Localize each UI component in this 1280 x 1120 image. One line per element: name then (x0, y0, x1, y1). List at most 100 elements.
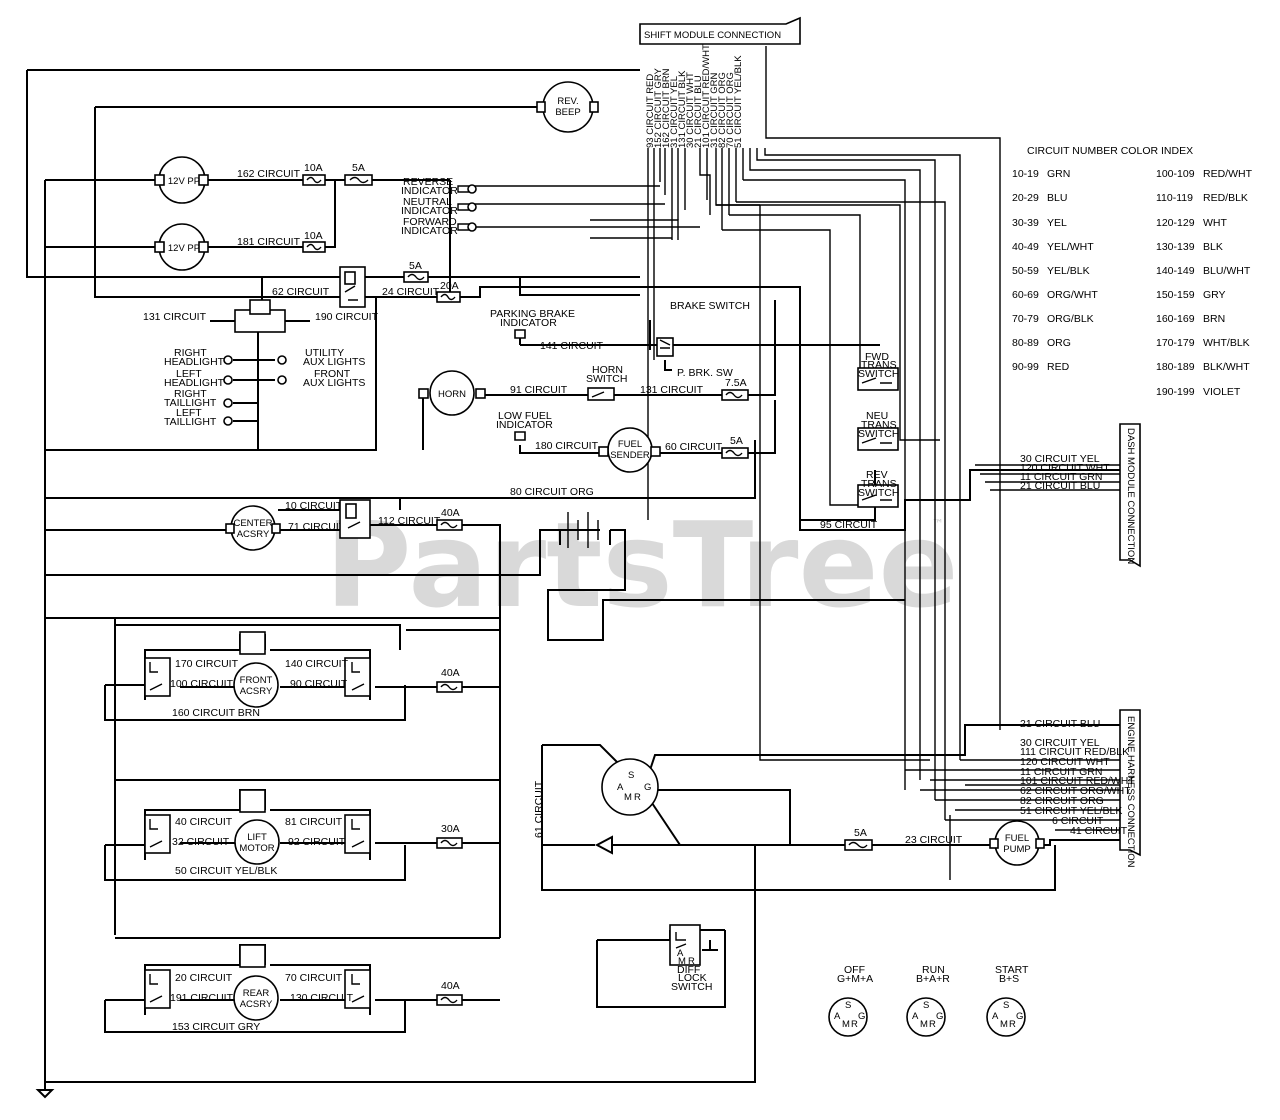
engine-pin-label: 120 CIRCUIT WHT (1020, 756, 1110, 768)
trans-switch-label: TRANS (861, 359, 897, 371)
diff-lock-switch: A M R DIFF LOCK SWITCH (669, 924, 712, 993)
dash-module-title: DASH MODULE CONNECTION (1125, 428, 1136, 564)
circuit-label: 162 CIRCUIT (237, 168, 301, 180)
shift-pin-label: 93 CIRCUIT RED (645, 74, 656, 148)
trans-switch-label: TRANS (861, 478, 897, 490)
front-acsry-label: FRONT (240, 675, 273, 686)
ign-letter: G (1016, 1011, 1023, 1022)
rev-beep: REV. BEEP (536, 81, 599, 133)
circuit-label: 10 CIRCUIT (285, 500, 343, 512)
fuse-rating: 5A (352, 162, 365, 174)
indicator-label: NEUTRAL (403, 196, 452, 208)
engine-pin-label: 30 CIRCUIT YEL (1020, 737, 1100, 749)
dash-pin-label: 120 CIRCUIT WHT (1020, 462, 1110, 474)
circuit-label: 20 CIRCUIT (175, 972, 233, 984)
neu-trans-switch: NEU TRANS SWITCH (857, 410, 899, 451)
color-index-color: VIOLET (1203, 386, 1241, 398)
shift-pin-label: 70 CIRCUIT ORG (725, 72, 736, 148)
color-index-color: GRN (1047, 168, 1070, 180)
diff-lock-label: SWITCH (671, 981, 712, 993)
horn: HORN (418, 370, 486, 416)
indicator-label: INDICATOR (401, 225, 458, 237)
circuit-color-index: CIRCUIT NUMBER COLOR INDEX 10-19 GRN 20-… (1012, 145, 1253, 398)
relay (339, 266, 366, 308)
color-index-color: YEL (1047, 217, 1067, 229)
trans-switch-label: SWITCH (858, 428, 899, 440)
center-acsry: CENTER ACSRY (225, 505, 281, 551)
circuit-label: 181 CIRCUIT (237, 236, 301, 248)
circuit-label: 80 CIRCUIT ORG (510, 486, 594, 498)
fuse: 10A (302, 162, 326, 186)
brake-switch-label: BRAKE SWITCH (670, 300, 750, 312)
color-index-range: 50-59 (1012, 265, 1039, 277)
horn-switch-label: HORN (592, 364, 623, 376)
light-label: TAILLIGHT (164, 397, 217, 409)
ign-letter: G (936, 1011, 943, 1022)
fuel-pump: FUEL PUMP (989, 820, 1045, 866)
circuit-label: 81 CIRCUIT (285, 816, 343, 828)
ign-letter: M (920, 1019, 928, 1030)
circuit-label: 180 CIRCUIT (535, 440, 599, 452)
circuit-label: 130 CIRCUIT (290, 992, 354, 1004)
fuse-rating: 10A (304, 230, 323, 242)
light-label: FRONT (314, 368, 351, 380)
color-index-color: YEL/WHT (1047, 241, 1094, 253)
neutral-indicator: NEUTRAL INDICATOR (401, 196, 477, 217)
circuit-label: 112 CIRCUIT (378, 515, 441, 527)
fuse: 7.5A (721, 377, 749, 401)
color-index-range: 80-89 (1012, 337, 1039, 349)
rev-trans-switch: REV TRANS SWITCH (857, 469, 899, 508)
ign-letter: R (1009, 1019, 1016, 1030)
color-index-color: RED/BLK (1203, 192, 1248, 204)
color-index-range: 60-69 (1012, 289, 1039, 301)
fuse-rating: 5A (730, 435, 743, 447)
color-index-range: 150-159 (1156, 289, 1195, 301)
circuit-label: 71 CIRCUIT (288, 521, 346, 533)
color-index-range: 10-19 (1012, 168, 1039, 180)
brake-switch: BRAKE SWITCH P. BRK. SW (656, 300, 750, 379)
color-index-color: GRY (1203, 289, 1226, 301)
indicator-label: REVERSE (403, 176, 453, 188)
shift-pin-label: 51 CIRCUIT YEL/BLK (733, 55, 744, 148)
color-index-range: 70-79 (1012, 313, 1039, 325)
shift-pin-label: 162 CIRCUIT BRN (661, 68, 672, 148)
fwd-trans-switch: FWD TRANS SWITCH (857, 351, 899, 391)
color-index-color: BLK (1203, 241, 1223, 253)
ign-letter: M (842, 1019, 850, 1030)
dash-pin-label: 11 CIRCUIT GRN (1020, 471, 1102, 483)
shift-pin-label: 152 CIRCUIT GRY (653, 67, 664, 148)
engine-pin-label: 111 CIRCUIT RED/BLK (1020, 746, 1129, 758)
pp-label: 12V PP (168, 243, 200, 254)
engine-pin-label: 51 CIRCUIT YEL/BLK (1020, 805, 1122, 817)
circuit-label: 131 CIRCUIT (640, 384, 704, 396)
dash-pin-label: 30 CIRCUIT YEL (1020, 453, 1100, 465)
circuit-label: 153 CIRCUIT GRY (172, 1021, 260, 1033)
ign-letter: G (644, 782, 651, 793)
fuse: 5A (721, 435, 749, 459)
circuit-label: 90 CIRCUIT (290, 678, 348, 690)
reverse-indicator: REVERSE INDICATOR (401, 176, 477, 197)
circuit-label: 50 CIRCUIT YEL/BLK (175, 865, 277, 877)
engine-pin-label: 41 CIRCUIT (1070, 825, 1128, 837)
color-index-color: BLU/WHT (1203, 265, 1251, 277)
color-index-range: 140-149 (1156, 265, 1195, 277)
color-index-color: ORG/WHT (1047, 289, 1098, 301)
key-position-off: OFF G+M+A S A M R G (828, 964, 873, 1037)
center-acsry-label: CENTER (233, 518, 272, 529)
key-position-start: START B+S S A M R G (986, 964, 1029, 1037)
color-index-range: 170-179 (1156, 337, 1195, 349)
engine-pin-label: 6 CIRCUIT (1052, 815, 1104, 827)
lift-motor-label: MOTOR (239, 843, 274, 854)
circuit-label: 160 CIRCUIT BRN (172, 707, 260, 719)
diff-lock-label: DIFF (677, 964, 700, 976)
color-index-range: 190-199 (1156, 386, 1195, 398)
fuse: 5A (844, 827, 873, 851)
diff-lock-letter: R (688, 956, 695, 967)
ign-letter: S (845, 1000, 851, 1011)
circuit-label: 62 CIRCUIT (272, 286, 330, 298)
light-label: HEADLIGHT (164, 356, 225, 368)
fuse-rating: 10A (304, 162, 323, 174)
key-position-name: START (995, 964, 1029, 976)
indicator-label: LOW FUEL (498, 410, 552, 422)
